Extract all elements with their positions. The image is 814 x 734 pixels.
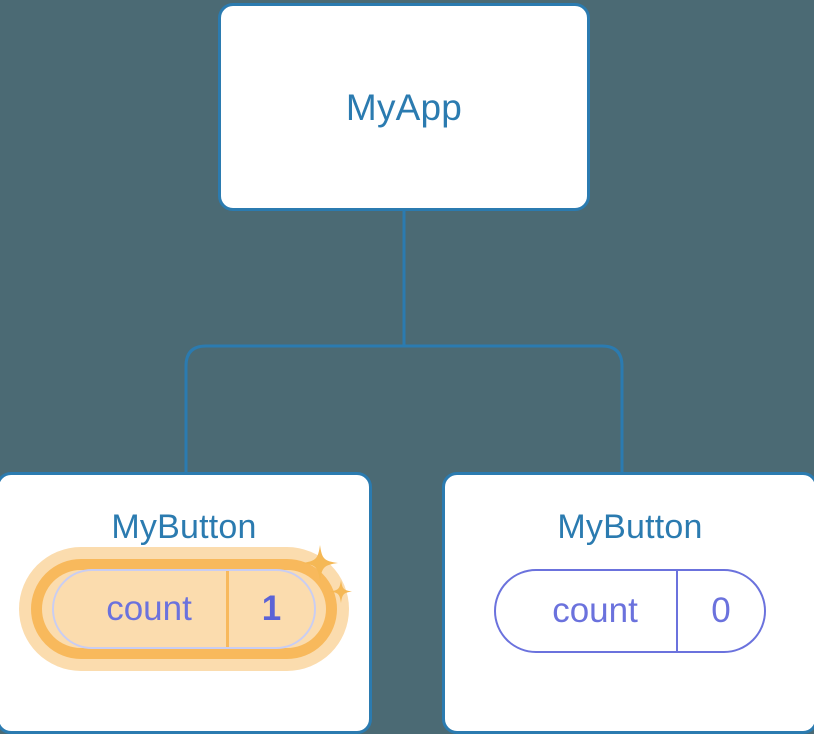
- node-card-child-left[interactable]: MyButton count 1: [0, 472, 372, 734]
- node-title-root: MyApp: [345, 86, 463, 128]
- sparkle-large-icon: [302, 545, 338, 581]
- state-value-right: 0: [676, 571, 764, 651]
- node-title-child-right: MyButton: [557, 508, 703, 546]
- sparkle-group: [302, 545, 352, 603]
- state-key-right: count: [552, 591, 638, 630]
- connector-branch-bar: [184, 344, 624, 472]
- state-pill-left[interactable]: count 1: [52, 569, 316, 649]
- node-card-root[interactable]: MyApp: [218, 3, 590, 211]
- state-key-left: count: [106, 589, 192, 628]
- node-title-child-left: MyButton: [111, 508, 257, 546]
- sparkle-small-icon: [330, 580, 352, 603]
- state-pill-highlighted[interactable]: count 1: [19, 545, 352, 671]
- node-card-child-right[interactable]: MyButton count 0: [442, 472, 814, 734]
- state-pill-right[interactable]: count 0: [494, 569, 766, 653]
- highlight-ring: [31, 559, 337, 659]
- state-pill-plain[interactable]: count 0: [494, 569, 766, 653]
- state-value-left: 1: [226, 571, 314, 647]
